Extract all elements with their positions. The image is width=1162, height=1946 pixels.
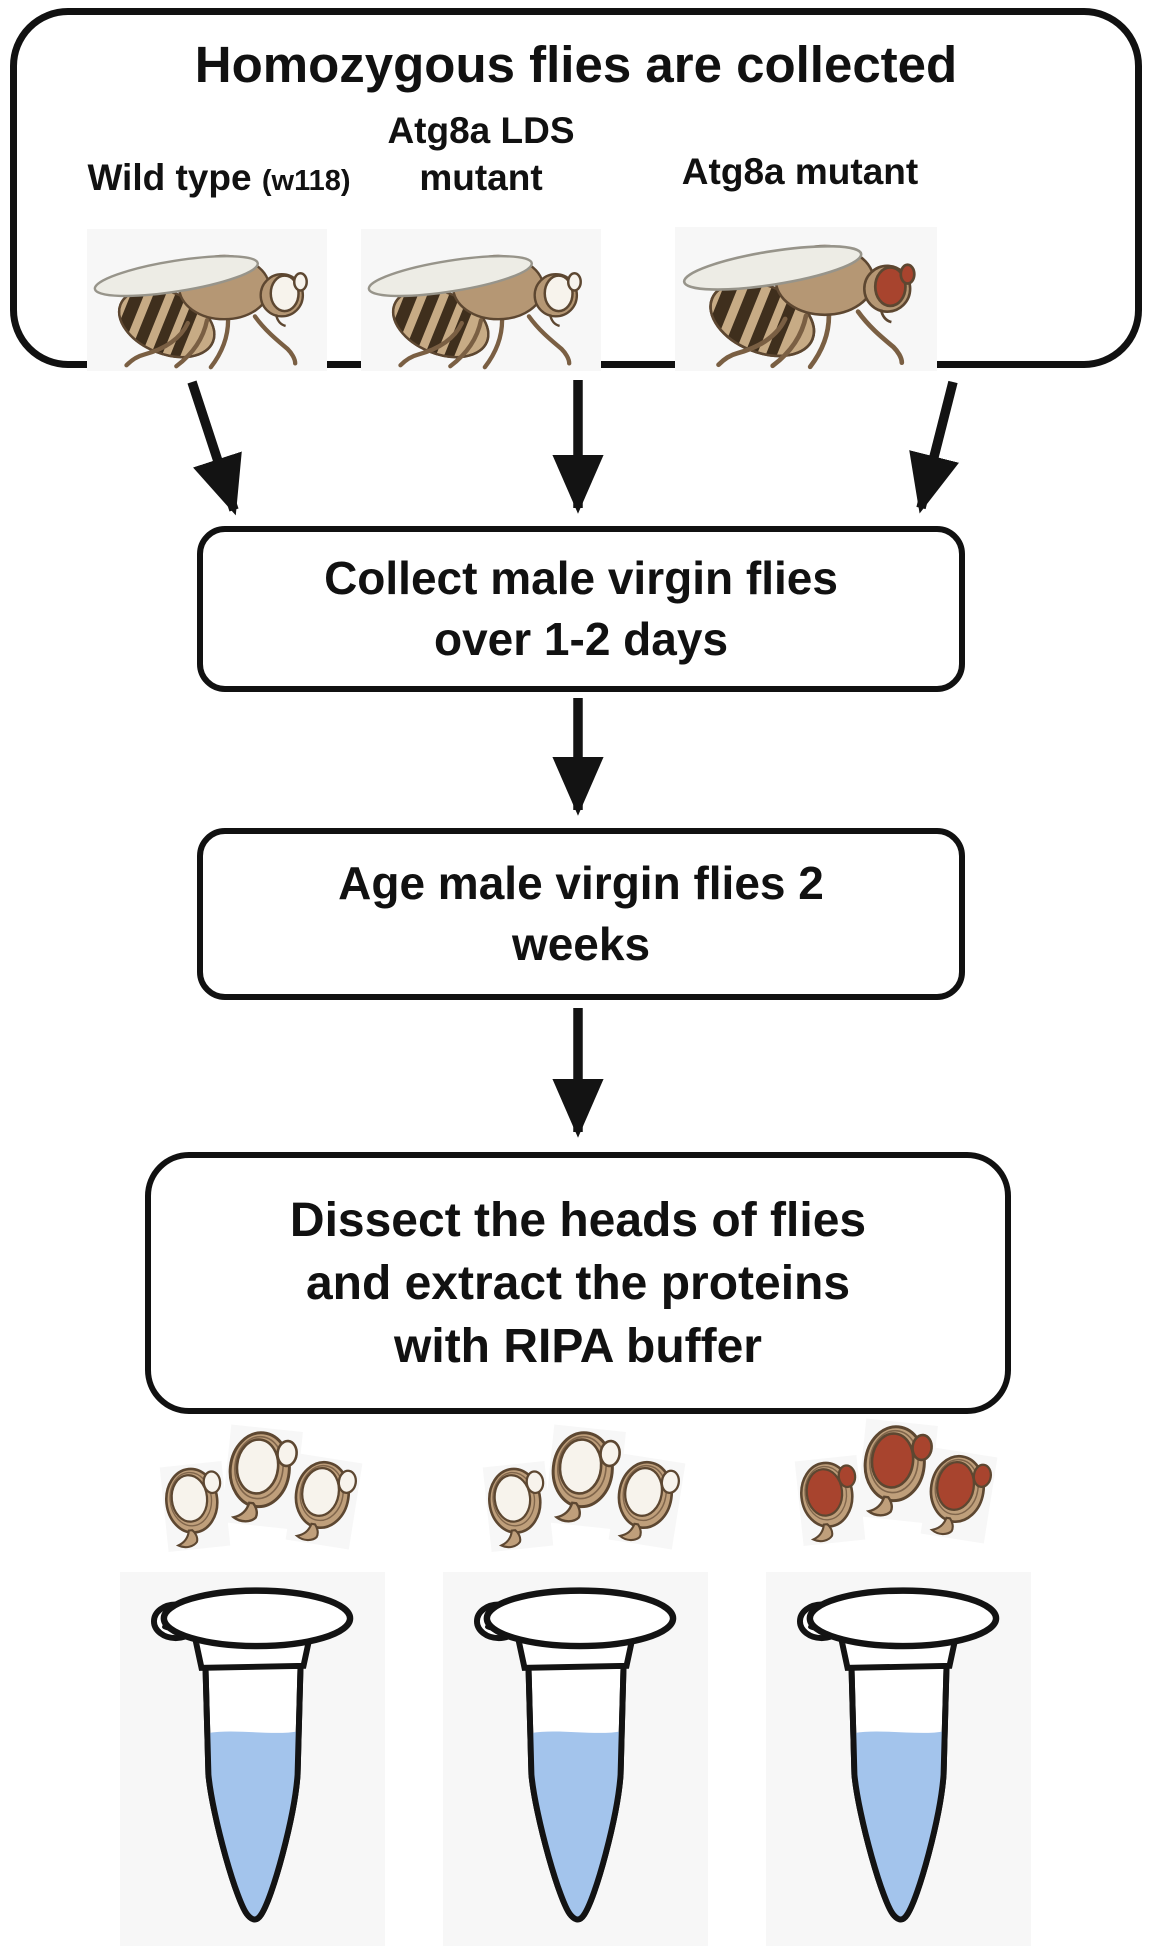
fly-icon (678, 220, 934, 371)
fly-head-icon (608, 1453, 686, 1550)
arrow-down-icon (187, 380, 242, 516)
fly-head-icon (285, 1453, 363, 1550)
sample-tube-wild-type (120, 1572, 385, 1946)
arrow-down-icon (909, 380, 959, 514)
head-group-atg8a-lds (482, 1424, 686, 1560)
strain-label-wild-type: Wild type (w118) (87, 157, 351, 198)
fly-illustration-atg8a-mutant (675, 227, 937, 371)
fly-head-icon (159, 1460, 231, 1553)
microcentrifuge-tube-icon (150, 1580, 356, 1930)
sample-tube-atg8a-mutant (766, 1572, 1031, 1946)
head-group-atg8a-mutant (794, 1418, 998, 1554)
strains-box: Homozygous flies are collected Wild type… (10, 8, 1142, 371)
step-box-age: Age male virgin flies 2 weeks (197, 828, 965, 1000)
step-box-dissect: Dissect the heads of flies and extract t… (145, 1152, 1011, 1414)
strain-label-atg8a-lds: Atg8a LDS mutant (387, 110, 575, 198)
sample-tube-atg8a-lds (443, 1572, 708, 1946)
arrows-to-collect (187, 380, 959, 516)
fly-icon (89, 232, 325, 371)
head-group-wild-type (159, 1424, 363, 1560)
diagram-title: Homozygous flies are collected (194, 36, 958, 93)
arrow-age-to-dissect (552, 1008, 604, 1138)
fly-illustration-wild-type (87, 229, 327, 371)
fly-head-icon (482, 1460, 554, 1553)
fly-head-icon (794, 1454, 866, 1547)
fly-illustration-atg8a-lds (361, 229, 601, 371)
fly-head-icon (920, 1447, 998, 1544)
arrow-collect-to-age (552, 698, 604, 816)
fly-icon (363, 232, 599, 371)
microcentrifuge-tube-icon (473, 1580, 679, 1930)
microcentrifuge-tube-icon (796, 1580, 1002, 1930)
step-box-collect: Collect male virgin flies over 1-2 days (197, 526, 965, 692)
strain-label-atg8a-mutant: Atg8a mutant (681, 151, 919, 192)
